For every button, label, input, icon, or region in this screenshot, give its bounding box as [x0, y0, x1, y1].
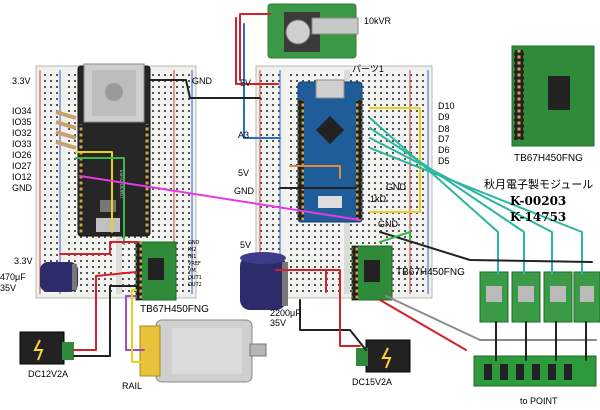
pin-label: VREF: [188, 261, 201, 267]
gnd-r2-label: GND: [378, 219, 398, 229]
nano-5v-top-label: 5V: [240, 78, 252, 88]
pin-label: GND: [188, 240, 200, 246]
rail-label: RAIL: [122, 381, 143, 391]
capacitor-470uf: [40, 262, 78, 292]
d6-label: D6: [438, 145, 450, 155]
dc-right-label: DC15V2A: [352, 377, 393, 387]
pin-label: IN2: [188, 247, 196, 253]
cap-left-label: 470μF: [0, 272, 26, 282]
potentiometer-10k: [267, 3, 359, 59]
pin-label: IN1: [188, 254, 196, 260]
d9-label: D9: [438, 112, 450, 122]
nano-gnd-mid-label: GND: [234, 186, 254, 196]
module-name-label: TB67H450FNG: [514, 153, 583, 164]
akizuki-module: [511, 45, 595, 147]
dc-jack-right: [356, 339, 411, 373]
cap-right-v-label: 35V: [270, 318, 287, 328]
pullup-resistors: [55, 110, 77, 150]
dc-motor: [139, 319, 267, 383]
point-terminal: [473, 355, 597, 387]
a3-label: A3: [238, 130, 250, 140]
resistor-1k-label: 1kΩ: [370, 194, 387, 204]
io34-label: IO34: [12, 106, 32, 116]
d10-label: D10: [438, 101, 455, 111]
esp-3v3-low-label: 3.3V: [14, 256, 33, 266]
to-point-label: to POINT: [520, 396, 558, 406]
d7-label: D7: [438, 134, 450, 144]
io32-label: IO32: [12, 128, 32, 138]
pin-label: OUT2: [188, 282, 202, 288]
dc-jack-left: [19, 331, 74, 365]
dc-left-label: DC12V2A: [28, 369, 69, 379]
svg-text:ESP32-DEVKIT: ESP32-DEVKIT: [119, 170, 124, 199]
left-driver-pin-labels: GND IN2 IN1 VREF VM OUT1 OUT2: [188, 240, 202, 288]
cap-right-label: 2200μF: [270, 308, 301, 318]
part1-label: K-00203: [510, 194, 567, 208]
esp-3v3-label: 3.3V: [12, 76, 31, 86]
left-driver-label: TB67H450FNG: [140, 304, 209, 315]
nano-5v-low-label: 5V: [240, 240, 252, 250]
part2-label: K-14753: [510, 210, 567, 224]
io27-label: IO27: [12, 161, 32, 171]
breadboard-title-label: パーツ1: [352, 64, 384, 74]
d8-label: D8: [438, 124, 450, 134]
io33-label: IO33: [12, 139, 32, 149]
d5-label: D5: [438, 156, 450, 166]
wires: [59, 13, 597, 363]
nano-5v-mid-label: 5V: [238, 168, 250, 178]
gnd-r1-label: GND: [386, 182, 406, 192]
motor-driver-right: [351, 245, 393, 301]
cap-left-v-label: 35V: [0, 283, 17, 293]
right-driver-label: TB67H450FNG: [396, 267, 465, 278]
pot-value-label: 10kVR: [364, 16, 392, 26]
point-modules: [479, 271, 600, 323]
esp32-board: ESP32-DEVKIT: [77, 63, 151, 237]
capacitor-2200uf: [240, 252, 288, 310]
top-gnd-label: GND: [192, 76, 212, 86]
io26-label: IO26: [12, 150, 32, 160]
io35-label: IO35: [12, 117, 32, 127]
arduino-nano: [297, 79, 363, 223]
motor-driver-left: [135, 241, 177, 301]
io12-label: IO12: [12, 172, 32, 182]
pin-label: OUT1: [188, 275, 202, 281]
esp-gnd-label: GND: [12, 183, 32, 193]
akizuki-label: 秋月電子製モジュール: [484, 178, 594, 191]
pin-label: VM: [188, 268, 196, 274]
